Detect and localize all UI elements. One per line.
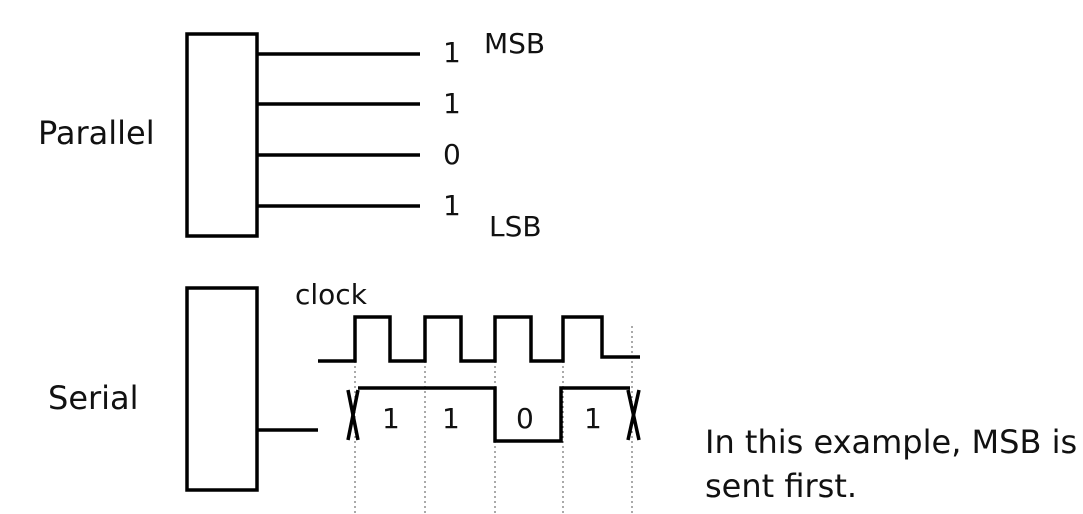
parallel-bit-4: 1 bbox=[443, 189, 461, 222]
note-line-2: sent first. bbox=[705, 467, 857, 505]
note-line-1: In this example, MSB is bbox=[705, 423, 1077, 461]
parallel-device-box bbox=[185, 32, 259, 238]
serial-bit-1: 1 bbox=[382, 402, 400, 435]
serial-bit-4: 1 bbox=[584, 402, 602, 435]
clock-label: clock bbox=[295, 278, 368, 311]
transition-marker-end-b bbox=[626, 389, 641, 441]
serial-label: Serial bbox=[48, 379, 139, 417]
serial-bit-3: 0 bbox=[516, 402, 534, 435]
data-waveform bbox=[358, 386, 630, 443]
msb-label: MSB bbox=[484, 27, 545, 60]
parallel-bit-3: 0 bbox=[443, 138, 461, 171]
transition-marker-start-b bbox=[346, 389, 360, 441]
parallel-label: Parallel bbox=[38, 114, 155, 152]
serial-bit-2: 1 bbox=[442, 402, 460, 435]
serial-device-box bbox=[185, 286, 259, 492]
parallel-bit-1: 1 bbox=[443, 36, 461, 69]
parallel-bit-2: 1 bbox=[443, 87, 461, 120]
clock-waveform bbox=[318, 315, 640, 363]
lsb-label: LSB bbox=[489, 210, 542, 243]
